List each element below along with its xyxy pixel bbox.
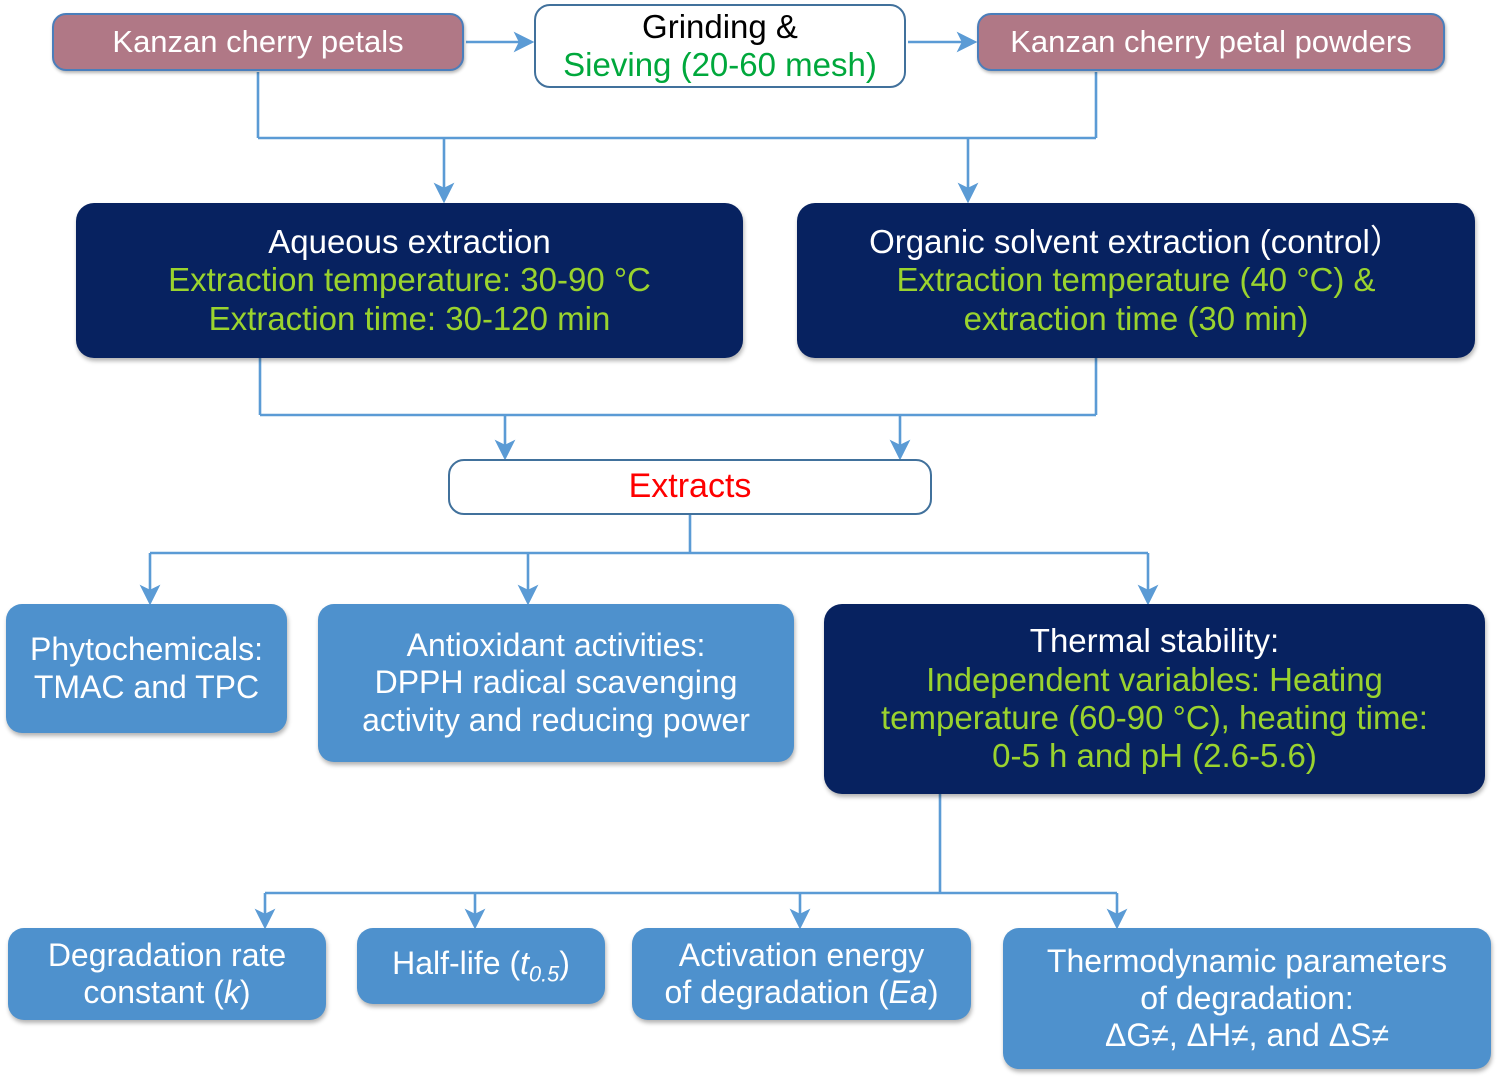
half-life-prefix: Half-life ( <box>392 945 521 982</box>
node-thermal-stability[interactable]: Thermal stability: Independent variables… <box>824 604 1485 794</box>
thermal-line-2: temperature (60-90 °C), heating time: <box>881 699 1428 736</box>
node-label: Kanzan cherry petals <box>112 24 404 60</box>
antioxidant-line-1: Antioxidant activities: <box>406 627 706 664</box>
aqueous-title: Aqueous extraction <box>268 223 551 261</box>
thermal-title: Thermal stability: <box>1029 622 1280 660</box>
node-activation-energy[interactable]: Activation energy of degradation (Ea) <box>632 928 971 1020</box>
activation-energy-line-2: of degradation (Ea) <box>665 974 939 1011</box>
thermal-line-1: Independent variables: Heating <box>926 660 1383 698</box>
half-life-suffix: ) <box>559 945 570 982</box>
degradation-rate-suffix: ) <box>239 974 251 1010</box>
aqueous-temperature: Extraction temperature: 30-90 °C <box>168 261 651 299</box>
organic-title: Organic solvent extraction (control） <box>869 223 1403 261</box>
degradation-rate-line-2: constant (k) <box>83 974 250 1011</box>
phytochemicals-line-2: TMAC and TPC <box>33 668 260 705</box>
thermodynamic-line-3: ΔG≠, ΔH≠, and ΔS≠ <box>1105 1017 1389 1054</box>
aqueous-time: Extraction time: 30-120 min <box>208 299 611 337</box>
node-phytochemicals[interactable]: Phytochemicals: TMAC and TPC <box>6 604 287 733</box>
grinding-line: Grinding & <box>642 7 798 45</box>
thermodynamic-line-2: of degradation: <box>1140 979 1354 1016</box>
degradation-rate-prefix: constant ( <box>83 974 224 1010</box>
thermodynamic-line-1: Thermodynamic parameters <box>1046 942 1448 979</box>
node-aqueous-extraction[interactable]: Aqueous extraction Extraction temperatur… <box>76 203 743 358</box>
phytochemicals-line-1: Phytochemicals: <box>30 631 263 668</box>
activation-energy-line-1: Activation energy <box>678 936 925 973</box>
activation-energy-suffix: ) <box>927 974 939 1010</box>
node-extracts[interactable]: Extracts <box>448 459 932 515</box>
node-organic-solvent-extraction[interactable]: Organic solvent extraction (control） Ext… <box>797 203 1475 358</box>
node-kanzan-cherry-petal-powders[interactable]: Kanzan cherry petal powders <box>977 13 1445 71</box>
node-kanzan-cherry-petals[interactable]: Kanzan cherry petals <box>52 13 464 71</box>
sieving-line: Sieving (20-60 mesh) <box>563 46 877 83</box>
half-life-line: Half-life (t0.5) <box>392 945 570 987</box>
node-half-life[interactable]: Half-life (t0.5) <box>357 928 605 1004</box>
antioxidant-line-3: activity and reducing power <box>362 701 750 738</box>
extracts-label: Extracts <box>628 467 752 506</box>
activation-energy-symbol: Ea <box>888 974 928 1010</box>
thermal-line-3: 0-5 h and pH (2.6-5.6) <box>992 737 1317 775</box>
node-grinding-sieving[interactable]: Grinding & Sieving (20-60 mesh) <box>534 4 906 88</box>
node-antioxidant-activities[interactable]: Antioxidant activities: DPPH radical sca… <box>318 604 794 762</box>
antioxidant-line-2: DPPH radical scavenging <box>374 664 738 701</box>
node-label: Kanzan cherry petal powders <box>1010 24 1412 60</box>
node-degradation-rate-constant[interactable]: Degradation rate constant (k) <box>8 928 326 1020</box>
activation-energy-prefix: of degradation ( <box>664 974 889 1010</box>
degradation-rate-symbol: k <box>223 974 240 1010</box>
organic-temperature: Extraction temperature (40 °C) & <box>896 261 1376 299</box>
half-life-symbol: t <box>520 945 529 982</box>
organic-time: extraction time (30 min) <box>963 299 1309 337</box>
node-thermodynamic-parameters[interactable]: Thermodynamic parameters of degradation:… <box>1003 928 1491 1069</box>
half-life-subscript: 0.5 <box>529 961 560 987</box>
degradation-rate-line-1: Degradation rate <box>47 936 287 973</box>
